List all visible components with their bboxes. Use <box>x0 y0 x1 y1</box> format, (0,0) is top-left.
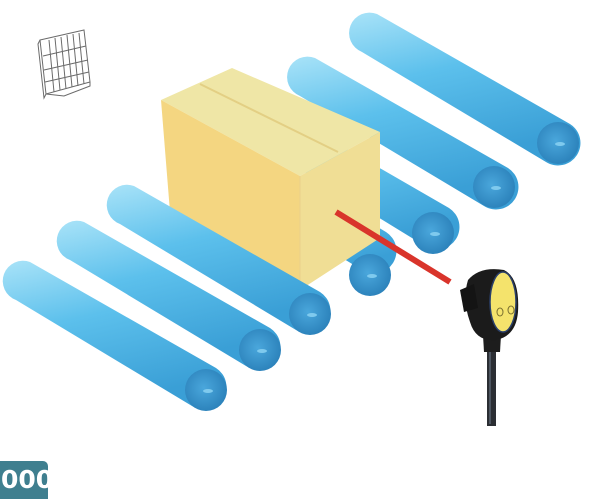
badge-text: 000 <box>1 465 48 495</box>
light-curtain-icon <box>38 30 90 98</box>
photoelectric-sensor-icon <box>460 269 518 426</box>
corner-badge: 000 <box>0 461 48 499</box>
